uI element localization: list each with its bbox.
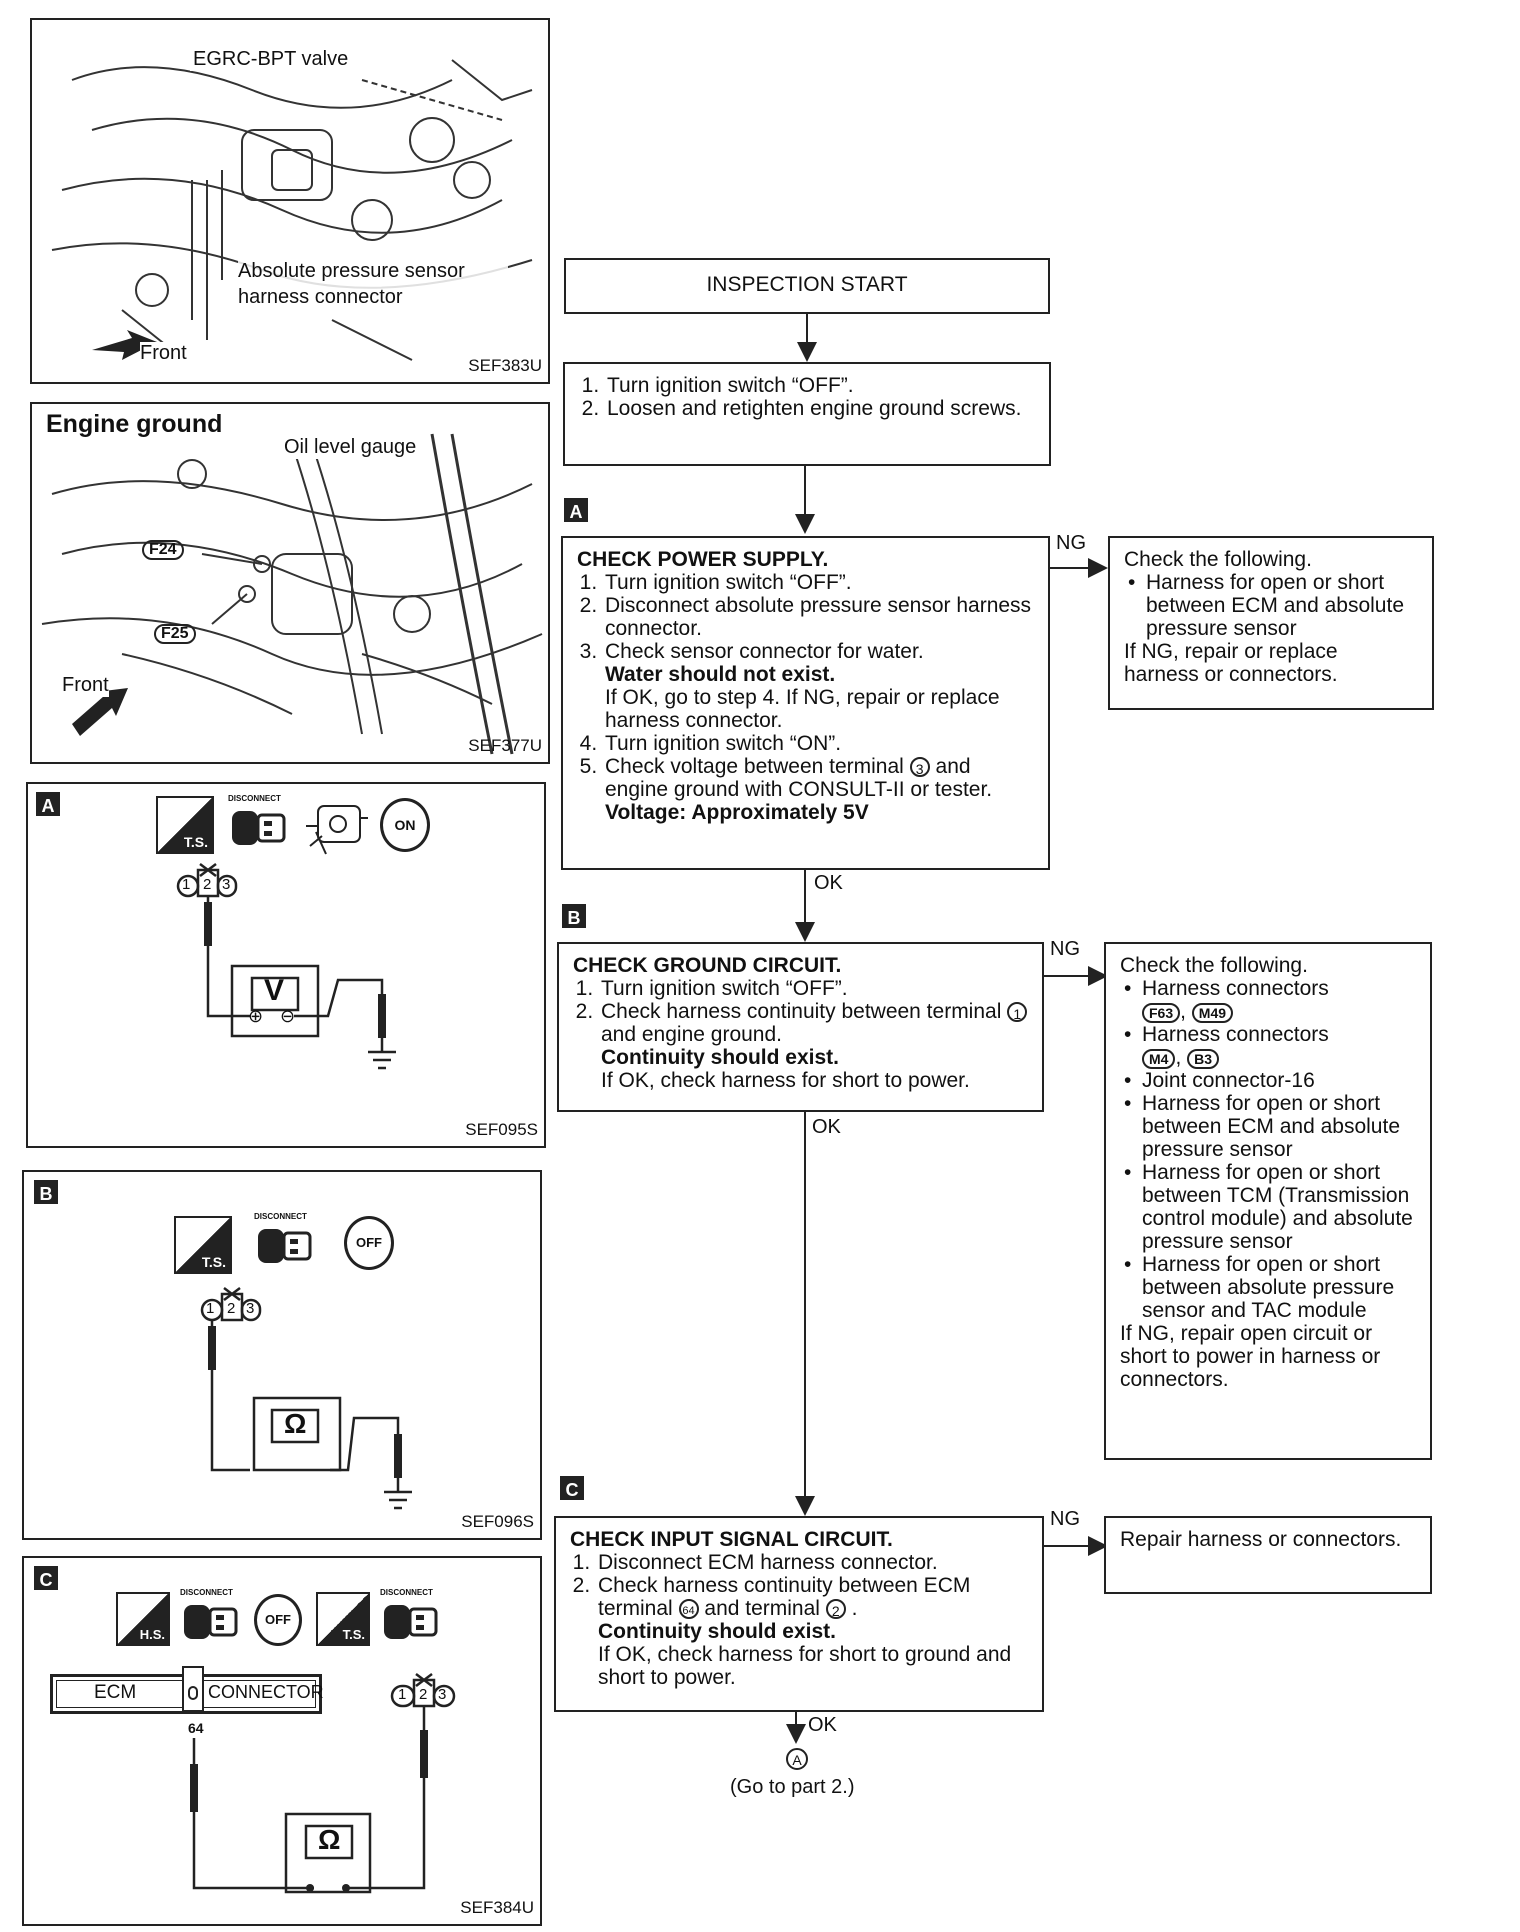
ohmmeter-symbol: Ω <box>284 1408 307 1439</box>
terminal-2-symbol: 2 <box>825 1599 846 1620</box>
connector-b3-badge: B3 <box>1187 1049 1220 1069</box>
meter-plus: ⊕ <box>248 1006 264 1026</box>
label-sensor-connector: Absolute pressure sensor harness connect… <box>238 258 508 310</box>
ng-label-b: NG <box>1050 938 1080 960</box>
continue-marker-a: A <box>786 1748 808 1770</box>
terminal-label-3: 3 <box>438 1686 447 1703</box>
label-front: Front <box>140 342 187 365</box>
connector-label: CONNECTOR <box>208 1682 324 1702</box>
ecm-label: ECM <box>94 1682 137 1703</box>
connector-f25-badge: F25 <box>154 624 196 644</box>
flow-start-box: INSPECTION START <box>564 258 1050 314</box>
panel-tag-b: B <box>34 1180 58 1204</box>
ok-label-a: OK <box>814 872 843 894</box>
hs-icon: H.S. <box>116 1592 170 1646</box>
connector-f24-badge: F24 <box>142 540 184 560</box>
key-off-icon: OFF <box>254 1594 302 1646</box>
engine-icon <box>306 805 368 855</box>
ecm-pin-label: 64 <box>188 1720 204 1736</box>
flow-step-initial: Turn ignition switch “OFF”. Loosen and r… <box>563 362 1051 466</box>
ecm-connector-latch <box>182 1666 204 1712</box>
connector-f63-badge: F63 <box>1142 1003 1181 1023</box>
flow-tag-c: C <box>560 1476 584 1500</box>
ohmmeter-symbol: Ω <box>318 1824 341 1855</box>
meter-minus: ⊖ <box>280 1006 296 1026</box>
key-off-icon: OFF <box>344 1216 394 1270</box>
ok-label-c: OK <box>808 1714 837 1736</box>
terminal-label-1: 1 <box>206 1300 215 1317</box>
terminal-label-1: 1 <box>182 876 191 893</box>
engine-illustration-2 <box>41 433 543 755</box>
ng-box-b: Check the following. Harness connectors … <box>1104 942 1432 1460</box>
figure-ref: SEF096S <box>461 1512 534 1531</box>
engine-illustration-1 <box>51 59 533 361</box>
label-oil-level-gauge: Oil level gauge <box>284 436 417 459</box>
ng-label-a: NG <box>1056 532 1086 554</box>
figure-ref: SEF095S <box>465 1120 538 1139</box>
terminal-label-3: 3 <box>222 876 231 893</box>
connector-m49-badge: M49 <box>1191 1003 1234 1023</box>
terminal-1-symbol: 1 <box>1007 1002 1028 1023</box>
diagram-panel-b: B T.S. DISCONNECT OFF 1 2 3 Ω SEF096S <box>22 1170 542 1540</box>
diagram-panel-a: A T.S. DISCONNECT ON 1 2 3 V ⊕ ⊖ SEF095S <box>26 782 546 1148</box>
ng-label-c: NG <box>1050 1508 1080 1530</box>
step-item: Turn ignition switch “OFF”. <box>605 374 1035 397</box>
photo-engine-ground: Engine ground Oil level gauge F24 F25 Fr… <box>30 402 550 764</box>
label-front: Front <box>62 674 109 697</box>
box-title: CHECK POWER SUPPLY. <box>577 548 829 571</box>
terminal-64-symbol: 64 <box>678 1599 699 1620</box>
label-egrc-bpt-valve: EGRC-BPT valve <box>190 48 352 71</box>
ng-box-a: Check the following. Harness for open or… <box>1108 536 1434 710</box>
connector-m4-badge: M4 <box>1142 1049 1176 1069</box>
ts-icon: T.S. <box>156 796 214 854</box>
key-on-icon: ON <box>380 798 430 852</box>
terminal-label-2: 2 <box>419 1686 428 1703</box>
check-input-signal-box: CHECK INPUT SIGNAL CIRCUIT. Disconnect E… <box>554 1516 1044 1712</box>
terminal-label-2: 2 <box>227 1300 236 1317</box>
step-item: Loosen and retighten engine ground screw… <box>605 397 1035 420</box>
terminal-label-1: 1 <box>398 1686 407 1703</box>
figure-ref: SEF377U <box>468 736 542 755</box>
box-title: CHECK INPUT SIGNAL CIRCUIT. <box>570 1528 893 1551</box>
ts-icon: T.S. <box>174 1216 232 1274</box>
voltmeter-symbol: V <box>264 974 285 1007</box>
ok-label-b: OK <box>812 1116 841 1138</box>
figure-ref: SEF384U <box>460 1898 534 1917</box>
check-power-supply-box: CHECK POWER SUPPLY. Turn ignition switch… <box>561 536 1050 870</box>
go-to-part-2: (Go to part 2.) <box>730 1776 855 1798</box>
flow-tag-a: A <box>564 498 588 522</box>
disconnect-icon: DISCONNECT <box>254 1212 318 1274</box>
voltage-circuit <box>176 863 396 1070</box>
signal-circuit <box>190 1673 456 1894</box>
terminal-label-3: 3 <box>246 1300 255 1317</box>
check-ground-circuit-box: CHECK GROUND CIRCUIT. Turn ignition swit… <box>557 942 1044 1112</box>
ng-box-c: Repair harness or connectors. <box>1104 1516 1432 1594</box>
disconnect-icon-2: DISCONNECT <box>380 1588 444 1650</box>
photo-egrc-bpt: EGRC-BPT valve Absolute pressure sensor … <box>30 18 550 384</box>
ts-icon: T.S. <box>316 1592 370 1646</box>
flow-tag-b: B <box>562 904 586 928</box>
panel-tag-a: A <box>36 792 60 816</box>
diagram-panel-c: C H.S. DISCONNECT OFF T.S. DISCONNECT EC… <box>22 1556 542 1926</box>
panel-tag-c: C <box>34 1566 58 1590</box>
engine-ground-title: Engine ground <box>46 410 223 439</box>
box-title: CHECK GROUND CIRCUIT. <box>573 954 842 977</box>
figure-ref: SEF383U <box>468 356 542 375</box>
terminal-label-2: 2 <box>203 876 212 893</box>
disconnect-icon: DISCONNECT <box>180 1588 244 1650</box>
terminal-3-symbol: 3 <box>909 757 930 778</box>
disconnect-icon: DISCONNECT <box>228 794 292 856</box>
continuity-circuit <box>200 1287 412 1510</box>
